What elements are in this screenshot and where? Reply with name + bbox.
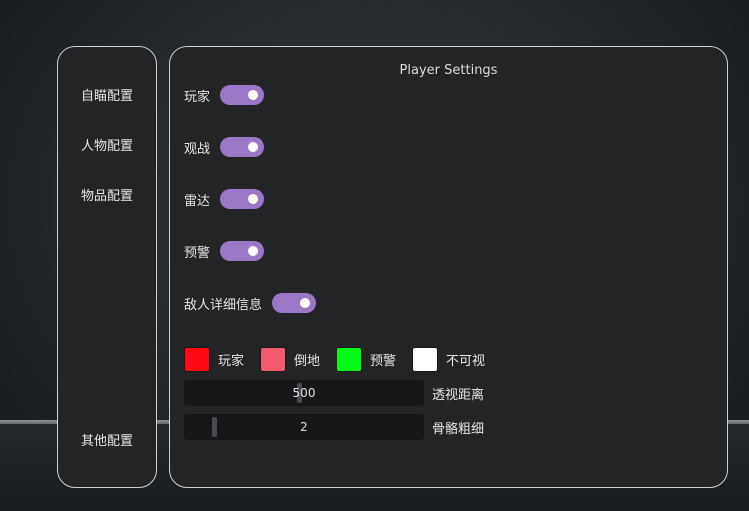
- spectate-toggle[interactable]: [220, 137, 265, 157]
- esp-distance-slider[interactable]: 500: [184, 380, 424, 406]
- toggle-row-warning: 预警: [184, 240, 265, 262]
- slider-handle[interactable]: [212, 417, 217, 437]
- slider-value: 2: [300, 420, 308, 434]
- toggle-knob: [248, 142, 259, 152]
- swatch-label: 预警: [370, 353, 397, 369]
- toggle-row-radar: 雷达: [184, 188, 265, 210]
- warning-toggle[interactable]: [220, 241, 265, 261]
- nav-item-item-config[interactable]: 物品配置: [80, 189, 133, 204]
- bone-thickness-slider[interactable]: 2: [184, 414, 424, 440]
- invisible-color-swatch[interactable]: [412, 346, 439, 372]
- slider-row-bone-thickness: 2 骨骼粗细: [184, 414, 484, 440]
- toggle-label: 敌人详细信息: [184, 297, 263, 313]
- toggle-knob: [248, 246, 259, 256]
- warning-color-swatch[interactable]: [336, 346, 363, 372]
- player-color-swatch[interactable]: [184, 346, 210, 372]
- settings-panel: Player Settings 玩家 观战 雷达 预警 敌人详细信息 玩家 倒地…: [169, 46, 728, 488]
- radar-toggle[interactable]: [220, 189, 265, 209]
- player-toggle[interactable]: [220, 85, 265, 105]
- sidebar: 自瞄配置 人物配置 物品配置 其他配置: [57, 46, 157, 488]
- toggle-label: 观战: [184, 141, 211, 157]
- swatch-label: 玩家: [218, 353, 245, 369]
- toggle-row-player: 玩家: [184, 84, 265, 106]
- color-row: 玩家 倒地 预警 不可视: [184, 346, 501, 372]
- toggle-label: 预警: [184, 245, 211, 261]
- swatch-label: 不可视: [446, 353, 486, 369]
- enemy-details-toggle[interactable]: [272, 293, 317, 313]
- toggle-row-spectate: 观战: [184, 136, 265, 158]
- slider-label: 骨骼粗细: [432, 421, 485, 437]
- toggle-knob: [248, 194, 259, 204]
- toggle-label: 玩家: [184, 89, 211, 105]
- toggle-knob: [248, 90, 259, 100]
- toggle-row-enemy-details: 敌人详细信息: [184, 292, 317, 314]
- slider-label: 透视距离: [432, 387, 485, 403]
- swatch-label: 倒地: [294, 353, 321, 369]
- toggle-knob: [300, 298, 311, 308]
- slider-value: 500: [292, 386, 316, 400]
- nav-item-aim-config[interactable]: 自瞄配置: [80, 89, 133, 104]
- slider-handle[interactable]: [297, 383, 302, 403]
- panel-title: Player Settings: [399, 63, 498, 78]
- nav-item-player-config[interactable]: 人物配置: [80, 139, 133, 154]
- toggle-label: 雷达: [184, 193, 211, 209]
- downed-color-swatch[interactable]: [260, 346, 287, 372]
- nav-item-other-config[interactable]: 其他配置: [80, 434, 133, 449]
- slider-row-esp-distance: 500 透视距离: [184, 380, 484, 406]
